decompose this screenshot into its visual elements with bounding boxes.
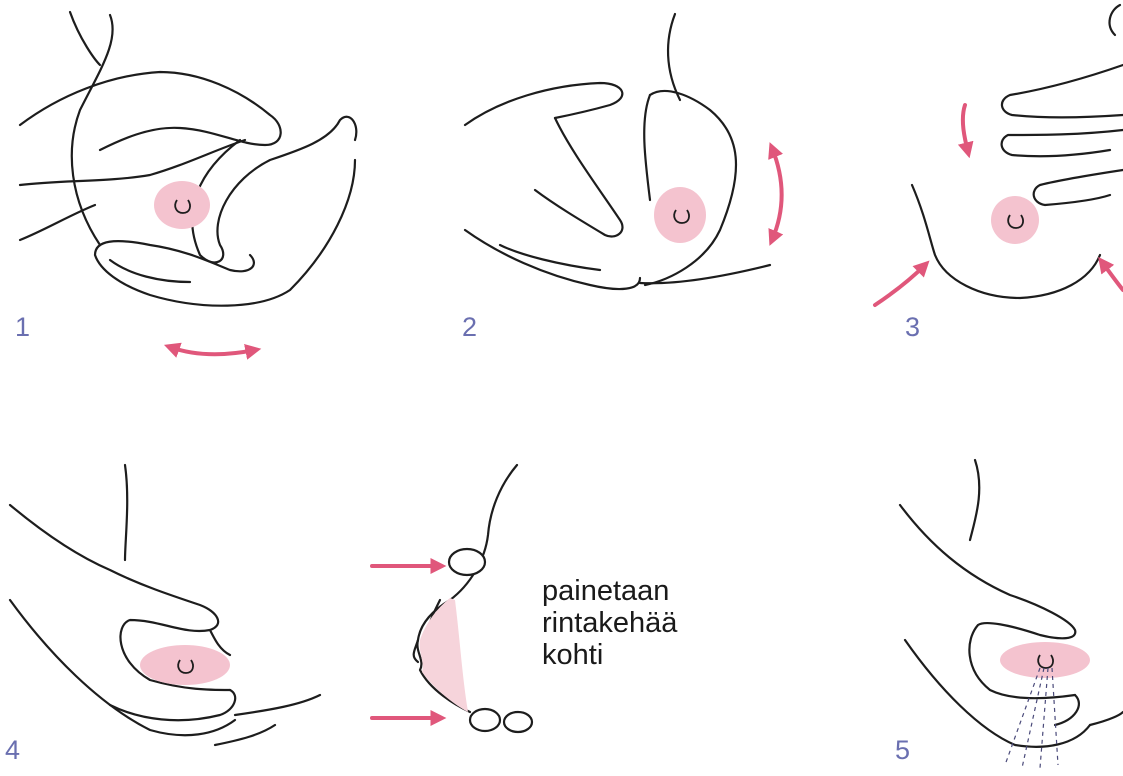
step-number-2: 2 (462, 312, 477, 343)
panel-4-detail-illustration (372, 465, 532, 732)
fingertip-bottom-2 (504, 712, 532, 732)
step-number-3: 3 (905, 312, 920, 343)
arrow-vertical-2 (772, 148, 782, 240)
areola-2 (654, 187, 706, 243)
panel-4-illustration (10, 465, 320, 745)
breast-shade-detail (420, 598, 468, 712)
step-number-4: 4 (5, 735, 20, 766)
compression-caption: painetaan rintakehää kohti (542, 575, 677, 671)
caption-line-2: rintakehää (542, 607, 677, 639)
panel-2-illustration (465, 14, 782, 289)
milk-stream-2 (1022, 668, 1044, 768)
areola-4 (140, 645, 230, 685)
caption-line-3: kohti (542, 639, 677, 671)
step-number-5: 5 (895, 735, 910, 766)
milk-stream-1 (1005, 668, 1040, 765)
areola-3 (991, 196, 1039, 244)
arrow-up-left-3 (875, 265, 925, 305)
panel-3-illustration (875, 5, 1123, 305)
areola-1 (154, 181, 210, 229)
fingertip-bottom-1 (470, 709, 500, 731)
milk-stream-3 (1040, 668, 1048, 768)
arrow-horizontal-1 (170, 347, 255, 354)
milk-stream-4 (1052, 668, 1058, 765)
areola-5 (1000, 642, 1090, 678)
fingertip-top (449, 549, 485, 575)
step-number-1: 1 (15, 312, 30, 343)
panel-5-illustration (900, 460, 1123, 768)
arrow-up-right-3 (1102, 262, 1123, 290)
caption-line-1: painetaan (542, 575, 677, 607)
panel-1-illustration (20, 12, 356, 354)
arrow-down-3 (963, 105, 968, 152)
